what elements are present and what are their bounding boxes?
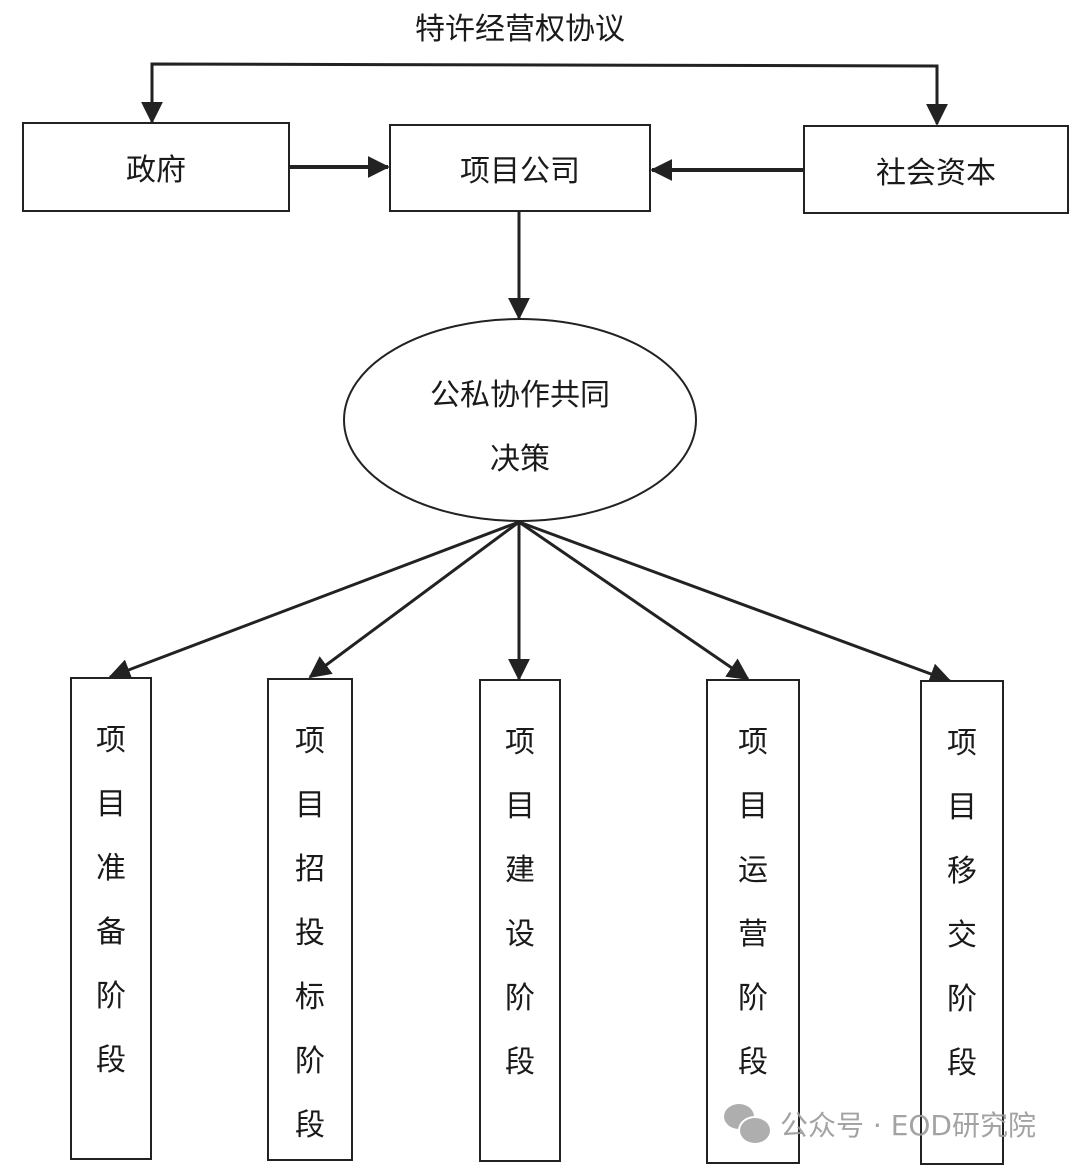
agreement-title: 特许经营权协议 [415, 12, 625, 47]
stage-box-operation: 项 目 运 营 阶 段 [706, 679, 800, 1164]
decision-label-line2: 决策 [490, 442, 550, 477]
stage-char: 段 [505, 1045, 535, 1080]
stage-box-transfer: 项 目 移 交 阶 段 [920, 680, 1004, 1165]
stage-char: 项 [738, 725, 768, 760]
stage-char: 项 [947, 726, 977, 761]
stage-char: 段 [947, 1046, 977, 1081]
node-social-capital-label: 社会资本 [876, 155, 996, 191]
stage-char: 投 [295, 916, 325, 951]
stage-char: 营 [738, 917, 768, 952]
stage-char: 目 [505, 789, 535, 824]
stage-char: 项 [96, 723, 126, 758]
stage-char: 设 [505, 917, 535, 952]
stage-char: 移 [947, 854, 977, 889]
stage-box-bidding: 项 目 招 投 标 阶 段 [267, 678, 353, 1161]
arrow-to-stage-1 [108, 520, 520, 681]
stage-box-construction: 项 目 建 设 阶 段 [479, 679, 561, 1162]
stage-char: 目 [295, 788, 325, 823]
watermark-text: 公众号 · EOD研究院 [780, 1109, 1036, 1142]
stage-char: 目 [96, 787, 126, 822]
stage-char: 运 [738, 853, 768, 888]
stage-char: 项 [505, 725, 535, 760]
stage-char: 标 [295, 980, 325, 1015]
stage-char: 建 [505, 853, 535, 888]
stage-char: 段 [295, 1108, 325, 1143]
wechat-icon [724, 1104, 772, 1145]
node-social-capital: 社会资本 [803, 125, 1069, 214]
stage-char: 段 [738, 1045, 768, 1080]
stage-char: 招 [295, 852, 325, 887]
node-government: 政府 [22, 122, 290, 212]
decision-label-line1: 公私协作共同 [430, 378, 610, 413]
stage-char: 阶 [505, 981, 535, 1016]
stage-char: 阶 [947, 982, 977, 1017]
node-project-company: 项目公司 [389, 124, 651, 212]
stage-box-preparation: 项 目 准 备 阶 段 [70, 677, 152, 1160]
agreement-bracket-line [150, 62, 939, 124]
stage-char: 阶 [96, 979, 126, 1014]
stage-char: 段 [96, 1043, 126, 1078]
node-project-company-label: 项目公司 [460, 154, 580, 189]
arrow-to-stage-4 [518, 520, 750, 681]
stage-char: 项 [295, 724, 325, 759]
stage-char: 目 [738, 789, 768, 824]
watermark: 公众号 · EOD研究院 [724, 1104, 1036, 1145]
stage-char: 交 [947, 918, 977, 953]
node-government-label: 政府 [126, 153, 186, 188]
stage-char: 准 [96, 851, 126, 886]
stage-char: 目 [947, 790, 977, 825]
stage-char: 阶 [295, 1044, 325, 1079]
stage-char: 阶 [738, 981, 768, 1016]
stage-char: 备 [96, 915, 126, 950]
arrow-to-stage-2 [308, 520, 520, 679]
arrow-to-stage-5 [518, 520, 952, 685]
